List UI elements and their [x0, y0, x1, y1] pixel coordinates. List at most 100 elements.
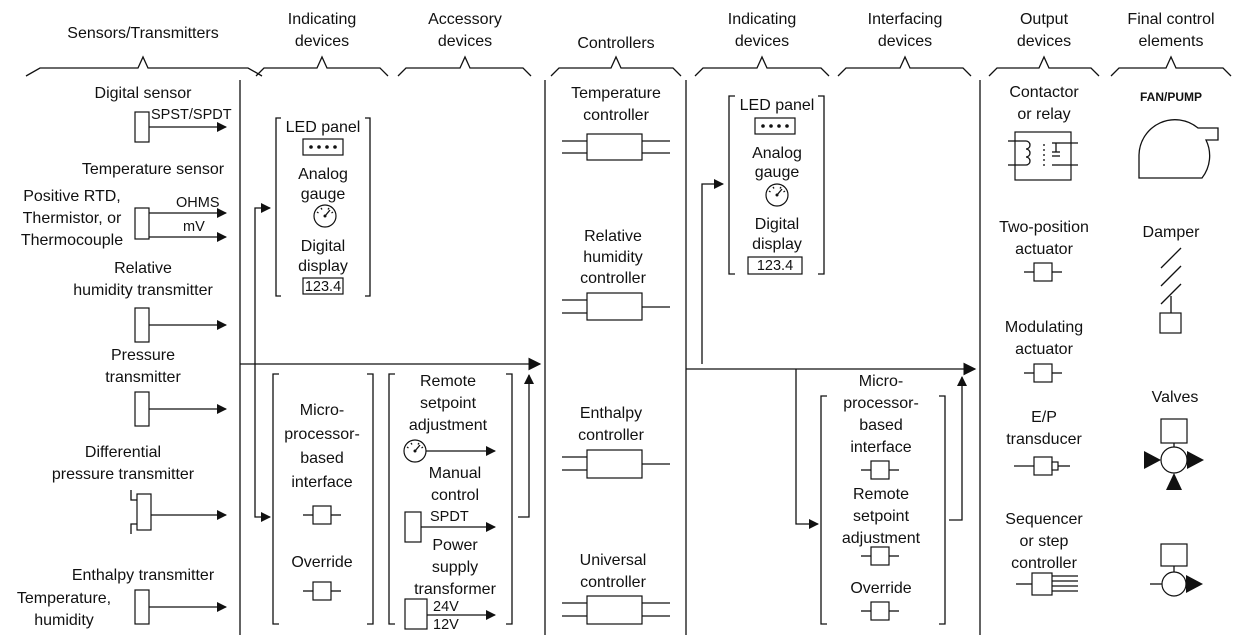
header-final-line-1: Final control [1127, 11, 1214, 28]
brace-indicating-1 [255, 55, 389, 77]
pressure-transmitter-line-2: transmitter [105, 369, 181, 386]
indicating-panel-bracket-right [365, 117, 371, 297]
accessory-bracket-right [506, 373, 513, 625]
remote-setpoint-2-line-1: Remote [853, 486, 909, 503]
header-controllers: Controllers [577, 35, 654, 52]
rtd-label-line-3: Thermocouple [21, 232, 123, 249]
rh-transmitter-line-2: humidity transmitter [73, 282, 213, 299]
indicating-devices-2: LED panel Analog gauge Digital display 1… [728, 95, 825, 275]
header-indicating-1-line-1: Indicating [288, 11, 357, 28]
led-panel-2-symbol [754, 117, 796, 135]
modulating-actuator-symbol [1024, 363, 1062, 383]
led-panel-2-label: LED panel [740, 97, 815, 114]
brace-controllers [550, 55, 682, 77]
temp-controller-symbol [562, 133, 670, 161]
temp-controller-line-1: Temperature [571, 85, 661, 102]
voltage-12v: 12V [433, 617, 459, 633]
temp-humidity-line-2: humidity [34, 612, 94, 629]
remote-setpoint-2-symbol [861, 546, 899, 566]
led-panel-label: LED panel [286, 119, 361, 136]
spdt-label: SPDT [430, 509, 469, 525]
spst-spdt-label: SPST/SPDT [151, 107, 232, 123]
header-output-line-1: Output [1020, 11, 1069, 28]
led-panel-symbol [302, 138, 344, 156]
override-2-symbol [861, 601, 899, 621]
ohms-label: OHMS [176, 195, 220, 211]
branch-to-micro-interface-1 [254, 364, 271, 522]
enthalpy-controller-line-2: controller [578, 427, 644, 444]
header-indicating-2-line-1: Indicating [728, 11, 797, 28]
indicating-panel-bracket-left [275, 117, 281, 297]
rtd-label-line-1: Positive RTD, [23, 188, 121, 205]
rh-transmitter-line-1: Relative [114, 260, 172, 277]
rh-controller-line-1: Relative [584, 228, 642, 245]
override-symbol [303, 581, 341, 601]
rtd-label-line-2: Thermistor, or [23, 210, 122, 227]
valves-label: Valves [1152, 389, 1199, 406]
interfacing-return [949, 376, 967, 521]
rh-controller-symbol [562, 292, 670, 321]
rh-transmitter-symbol [134, 307, 150, 343]
micro-interface-2-line-3: based [859, 417, 903, 434]
dp-transmitter-line-1: Differential [85, 444, 161, 461]
modulating-line-2: actuator [1015, 341, 1073, 358]
relay-symbol [1008, 131, 1078, 181]
analog-gauge-2-line-1: Analog [752, 145, 802, 162]
brace-output [988, 55, 1100, 77]
rtd-sensor-symbol [134, 207, 150, 240]
digital-display-2-line-2: display [752, 236, 802, 253]
sequencer-symbol [1016, 572, 1078, 596]
rh-controller-line-3: controller [580, 270, 646, 287]
digital-display-2-value: 123.4 [757, 258, 793, 274]
universal-controller-line-1: Universal [580, 552, 647, 569]
indicating-panel-2-bracket-right [818, 95, 825, 275]
header-accessory-line-2: devices [438, 33, 492, 50]
analog-gauge-line-1: Analog [298, 166, 348, 183]
analog-gauge-line-2: gauge [301, 186, 346, 203]
interfacing-bracket-left [820, 395, 827, 625]
micro-interface-symbol [303, 505, 341, 525]
output-devices: Contactor or relay Two-position actuator… [999, 84, 1089, 596]
two-position-line-1: Two-position [999, 219, 1089, 236]
micro-interface-line-3: based [300, 450, 344, 467]
digital-display-line-2: display [298, 258, 348, 275]
mv-label: mV [183, 219, 205, 235]
header-final-line-2: elements [1139, 33, 1204, 50]
dp-transmitter-symbol [136, 493, 152, 531]
rh-controller-line-2: humidity [583, 249, 643, 266]
sensors-column: Digital sensor SPST/SPDT Temperature sen… [17, 85, 232, 629]
power-supply-line-1: Power [432, 537, 478, 554]
dp-transmitter-port-top [130, 490, 137, 501]
digital-sensor-symbol [134, 111, 150, 143]
universal-controller-line-2: controller [580, 574, 646, 591]
indicating-panel-2-bracket-left [728, 95, 735, 275]
brace-final [1110, 55, 1232, 77]
branch-to-micro-interface-2 [795, 369, 819, 529]
header-interfacing-line-2: devices [878, 33, 932, 50]
two-way-valve-icon [1150, 543, 1203, 597]
dividers [239, 80, 981, 635]
remote-setpoint-2-line-3: adjustment [842, 530, 921, 547]
ep-line-1: E/P [1031, 409, 1057, 426]
setpoint-dial-icon [403, 439, 427, 463]
voltage-24v: 24V [433, 599, 459, 615]
temperature-sensor-label: Temperature sensor [82, 161, 225, 178]
temp-controller-line-2: controller [583, 107, 649, 124]
header-interfacing-line-1: Interfacing [868, 11, 943, 28]
micro-interface-line-1: Micro- [300, 402, 344, 419]
two-position-actuator-symbol [1024, 262, 1062, 282]
micro-interface-line-2: processor- [284, 426, 360, 443]
fan-pump-icon [1138, 119, 1219, 179]
brace-sensors [25, 55, 263, 77]
sequencer-line-1: Sequencer [1005, 511, 1083, 528]
remote-setpoint-2-line-2: setpoint [853, 508, 910, 525]
override-2-label: Override [850, 580, 911, 597]
accessory-devices: Remote setpoint adjustment Manual contro… [388, 373, 513, 633]
micro-interface-bracket-right [367, 373, 374, 625]
damper-icon [1159, 247, 1182, 334]
column-headers: Sensors/Transmitters Indicating devices … [25, 11, 1232, 77]
branch-to-indicating-panel-2 [701, 179, 724, 364]
remote-setpoint-line-1: Remote [420, 373, 476, 390]
temp-humidity-line-1: Temperature, [17, 590, 111, 607]
brace-accessory [397, 55, 532, 77]
